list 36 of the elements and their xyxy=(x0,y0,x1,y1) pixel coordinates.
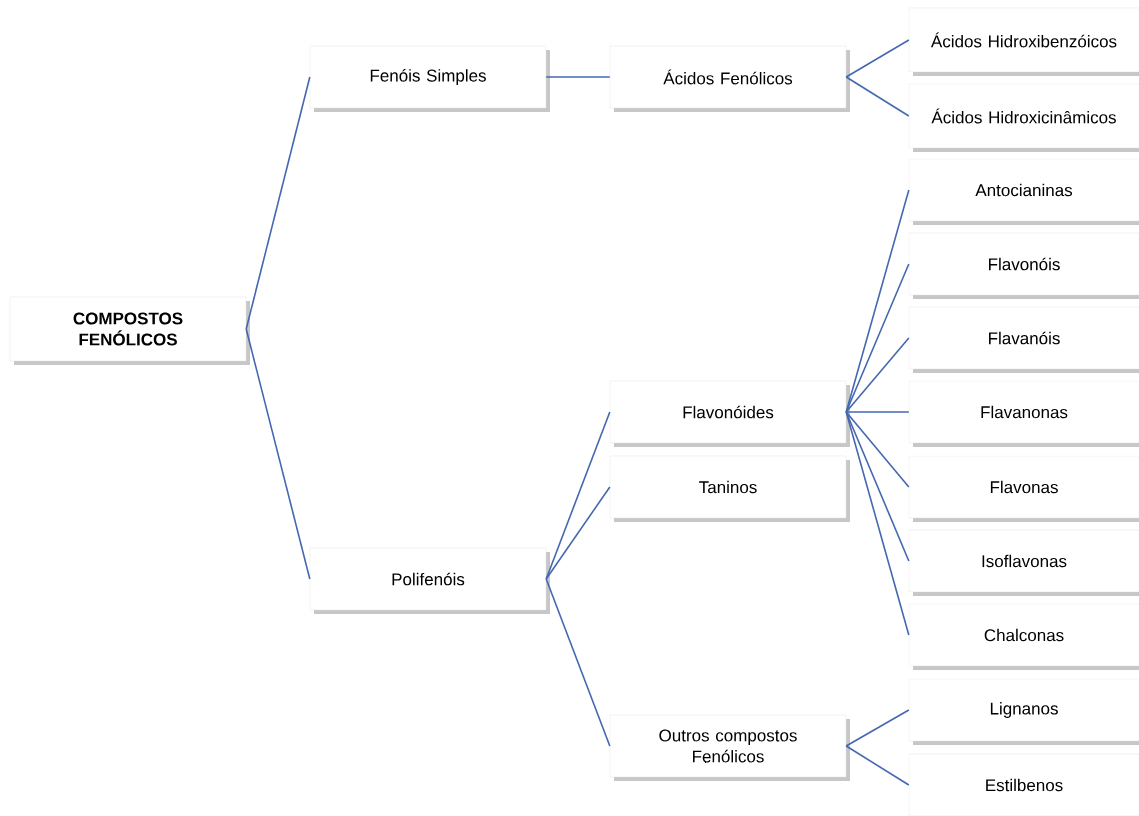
category-box: Isoflavonas xyxy=(908,529,1139,596)
connector-line xyxy=(845,745,910,786)
category-box: Taninos xyxy=(609,455,850,522)
category-box: Flavonóides xyxy=(609,380,850,447)
connector-line xyxy=(845,411,910,488)
connector-line xyxy=(545,578,611,747)
connector-line xyxy=(245,328,311,580)
connector-line xyxy=(845,411,910,562)
connector-line xyxy=(845,411,910,413)
category-box: Antocianinas xyxy=(908,158,1139,225)
connector-line xyxy=(845,189,910,413)
connector-line xyxy=(245,76,311,330)
category-box: Lignanos xyxy=(908,678,1139,745)
connector-line xyxy=(845,39,910,78)
category-box: Fenóis Simples xyxy=(309,45,550,112)
connector-line xyxy=(845,411,910,636)
node-label: Estilbenos xyxy=(986,778,1063,792)
category-box: Flavanóis xyxy=(908,306,1139,373)
connector-line xyxy=(845,709,910,747)
connector-line xyxy=(845,263,910,413)
category-box: Flavanonas xyxy=(908,380,1139,447)
connector-line xyxy=(845,337,910,413)
connector-line xyxy=(545,76,611,78)
category-box: Chalconas xyxy=(908,603,1139,670)
category-box: Flavonas xyxy=(908,455,1139,522)
category-box: Ácidos Hidroxibenzóicos xyxy=(908,7,1139,76)
connector-line xyxy=(545,486,611,580)
category-box: Ácidos Fenólicos xyxy=(609,45,850,112)
root-box: COMPOSTOS FENÓLICOS xyxy=(9,296,250,365)
connector-line xyxy=(845,76,910,117)
category-box: Polifenóis xyxy=(309,547,550,614)
category-box: Flavonóis xyxy=(908,232,1139,299)
category-box: Outros compostos Fenólicos xyxy=(609,714,850,781)
category-box: Estilbenos xyxy=(908,753,1139,816)
connector-line xyxy=(545,411,611,580)
category-box: Ácidos Hidroxicinâmicos xyxy=(908,83,1139,152)
